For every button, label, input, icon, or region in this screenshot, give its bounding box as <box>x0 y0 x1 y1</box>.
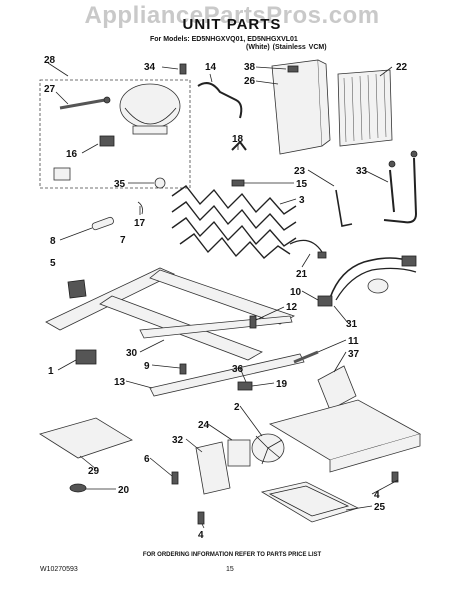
callout-label: 22 <box>396 62 408 73</box>
screw-6 <box>171 471 179 485</box>
callout-label: 35 <box>114 179 126 190</box>
callout-label: 18 <box>232 134 244 145</box>
callout-label: 11 <box>348 336 359 347</box>
tube-18 <box>231 140 247 151</box>
support-37 <box>268 365 422 473</box>
callout-label: 1 <box>48 366 54 377</box>
callout-label: 21 <box>296 269 308 280</box>
callout-label: 26 <box>244 76 256 87</box>
callout-label: 24 <box>198 420 210 431</box>
page-number: 15 <box>226 566 234 573</box>
callout-label: 36 <box>232 364 244 375</box>
callout-label: 34 <box>144 62 156 73</box>
callout-label: 20 <box>118 485 130 496</box>
callout-label: 32 <box>172 435 184 446</box>
callout-label: 38 <box>244 62 256 73</box>
callout-label: 14 <box>205 62 217 73</box>
bracket-5 <box>67 279 87 299</box>
ordering-note: FOR ORDERING INFORMATION REFER TO PARTS … <box>142 552 322 558</box>
bolt-11 <box>293 350 319 364</box>
tube-14 <box>197 82 243 119</box>
callout-label: 2 <box>234 402 240 413</box>
overload-part <box>53 167 71 181</box>
document-number: W10270593 <box>40 566 78 573</box>
callout-label: 27 <box>44 84 56 95</box>
watermark: AppliancePartsPros.com <box>84 2 380 29</box>
callout-label: 28 <box>44 55 56 66</box>
evaporator-coils <box>171 179 297 259</box>
part-19 <box>237 381 253 391</box>
condenser <box>337 69 393 147</box>
mount-38 <box>287 65 299 73</box>
callout-label: 16 <box>66 149 78 160</box>
callout-label: 4 <box>374 490 380 501</box>
variants-line: (White) (Stainless VCM) <box>246 44 327 51</box>
rail-13 <box>149 353 305 397</box>
callout-label: 3 <box>299 195 305 206</box>
callout-label: 23 <box>294 166 306 177</box>
callout-label: 6 <box>144 454 150 465</box>
callout-label: 12 <box>286 302 298 313</box>
part-17 <box>137 201 143 215</box>
pad-1 <box>75 349 97 365</box>
compressor-group <box>39 63 191 189</box>
wire-21 <box>289 239 323 253</box>
callout-label: 7 <box>120 235 126 246</box>
tube-23 <box>335 189 353 227</box>
foot-20 <box>69 483 87 493</box>
shroud-group <box>271 59 331 155</box>
base-frame <box>45 267 305 397</box>
callout-label: 4 <box>198 530 204 541</box>
callout-label: 31 <box>346 319 358 330</box>
clip-15 <box>231 179 245 187</box>
leader-lines <box>47 62 399 529</box>
screw-9 <box>179 363 187 375</box>
compressor-kit-box <box>39 79 191 189</box>
callout-label: 37 <box>348 349 360 360</box>
screw-part <box>179 63 187 75</box>
condenser-group <box>337 69 393 147</box>
callout-label: 15 <box>296 179 308 190</box>
callout-label: 30 <box>126 348 138 359</box>
relay-part <box>99 135 115 147</box>
screw-12 <box>249 315 257 329</box>
callout-label: 8 <box>50 236 56 247</box>
callout-label: 25 <box>374 502 386 513</box>
compressor <box>119 83 181 129</box>
fan-motor <box>227 439 251 467</box>
callout-label: 5 <box>50 258 56 269</box>
callout-label: 29 <box>88 466 100 477</box>
grommet-part <box>154 177 166 189</box>
callout-label: 33 <box>356 166 368 177</box>
page-title: UNIT PARTS <box>182 16 282 33</box>
callout-label: 17 <box>134 218 146 229</box>
callout-label: 13 <box>114 377 126 388</box>
fan-assembly <box>171 433 285 525</box>
drier-33 <box>383 150 418 224</box>
cover-29 <box>39 417 133 459</box>
part-8 <box>91 216 114 231</box>
wire-harness-31 <box>317 255 417 307</box>
motor-bracket <box>195 441 231 495</box>
callout-label: 19 <box>276 379 288 390</box>
condenser-shroud <box>271 59 323 155</box>
models-line: For Models: ED5NHGXVQ01, ED5NHGXVL01 <box>150 36 298 43</box>
callout-labels: 28 34 14 38 22 27 26 16 18 23 33 15 35 3… <box>44 55 408 541</box>
callout-label: 10 <box>290 287 302 298</box>
callout-label: 9 <box>144 361 150 372</box>
screw-4a <box>197 511 205 525</box>
